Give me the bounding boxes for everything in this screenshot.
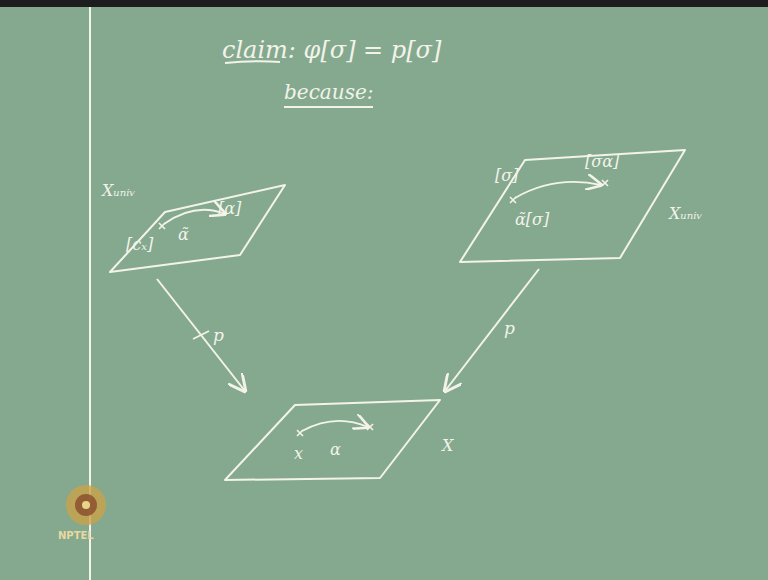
map-label: p — [213, 325, 224, 345]
board-frame — [0, 0, 768, 7]
space-plane: [σ] [σα] α̃[σ] Xᵤₙᵢᵥ — [455, 145, 735, 265]
math-label: [α] — [218, 200, 241, 218]
point-cross — [297, 430, 303, 436]
point-cross — [367, 424, 373, 430]
path-curve — [515, 182, 601, 198]
map-label: p — [504, 318, 515, 338]
projection-arrow — [157, 279, 245, 391]
math-label: Xᵤₙᵢᵥ — [102, 182, 135, 200]
space-plane: xαX — [220, 395, 470, 485]
math-label: α̃ — [178, 226, 189, 244]
math-label: x — [294, 445, 303, 463]
claim-title: claim: φ[σ] = p[σ] — [222, 36, 441, 64]
watermark-logo-text: NPTEL — [58, 530, 94, 541]
math-label: [σα] — [585, 153, 619, 171]
point-cross — [159, 223, 165, 229]
math-label: Xᵤₙᵢᵥ — [669, 205, 702, 223]
projection-arrow — [445, 269, 539, 391]
math-label: [σ] — [495, 167, 518, 185]
path-curve — [164, 210, 225, 224]
math-label: X — [442, 437, 453, 455]
nptel-logo — [66, 485, 106, 525]
parallelogram-outline — [220, 395, 470, 485]
math-label: [cₓ] — [126, 236, 153, 254]
math-label: α̃[σ] — [515, 211, 549, 229]
point-cross — [602, 180, 608, 186]
math-label: α — [330, 441, 341, 459]
space-plane: Xᵤₙᵢᵥ [cₓ] α̃ [α] — [100, 180, 290, 275]
path-curve — [302, 421, 368, 431]
point-cross — [510, 197, 516, 203]
tick-mark — [193, 331, 209, 339]
note-label: because: — [284, 80, 373, 108]
